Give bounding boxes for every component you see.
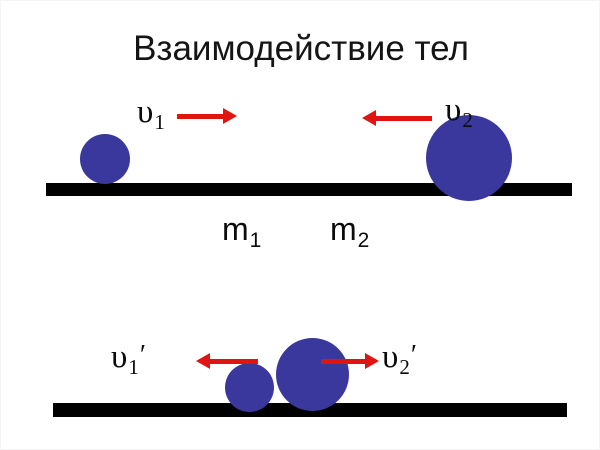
body-1-after bbox=[225, 363, 274, 412]
velocity-subscript: 1 bbox=[128, 354, 139, 379]
arrow-head bbox=[365, 353, 379, 369]
arrow-head bbox=[223, 108, 237, 124]
velocity-symbol: υ bbox=[445, 92, 462, 128]
arrow-shaft bbox=[373, 116, 432, 121]
mass-symbol: m bbox=[330, 211, 357, 247]
velocity-symbol: υ bbox=[111, 339, 128, 375]
velocity-symbol: υ bbox=[382, 339, 399, 375]
mass-label-m1: m1 bbox=[222, 211, 261, 253]
body-2-after bbox=[276, 338, 349, 411]
velocity-arrow-v2-prime-right bbox=[321, 353, 379, 369]
velocity-prime-mark: ′ bbox=[139, 339, 146, 371]
mass-symbol: m bbox=[222, 211, 249, 247]
velocity-arrow-v1-right bbox=[177, 108, 237, 124]
velocity-arrow-v2-left bbox=[362, 110, 432, 126]
velocity-subscript: 2 bbox=[462, 107, 473, 132]
velocity-label-v1: υ1 bbox=[137, 94, 165, 135]
velocity-subscript: 2 bbox=[399, 354, 410, 379]
mass-label-m2: m2 bbox=[330, 211, 369, 253]
body-1-before bbox=[80, 134, 130, 184]
arrow-shaft bbox=[177, 114, 226, 119]
arrow-head bbox=[196, 353, 210, 369]
mass-subscript: 2 bbox=[357, 229, 370, 253]
page-title: Взаимодействие тел bbox=[133, 29, 469, 68]
body-2-before bbox=[426, 115, 512, 201]
mass-subscript: 1 bbox=[249, 229, 262, 253]
arrow-shaft bbox=[207, 359, 258, 364]
velocity-prime-mark: ′ bbox=[410, 339, 417, 371]
velocity-label-v2: υ2 bbox=[445, 92, 473, 133]
velocity-label-v1-prime: υ1′ bbox=[111, 339, 146, 380]
velocity-symbol: υ bbox=[137, 94, 154, 130]
arrow-shaft bbox=[321, 359, 368, 364]
arrow-head bbox=[362, 110, 376, 126]
velocity-arrow-v1-prime-left bbox=[196, 353, 258, 369]
velocity-subscript: 1 bbox=[154, 109, 165, 134]
velocity-label-v2-prime: υ2′ bbox=[382, 339, 417, 380]
